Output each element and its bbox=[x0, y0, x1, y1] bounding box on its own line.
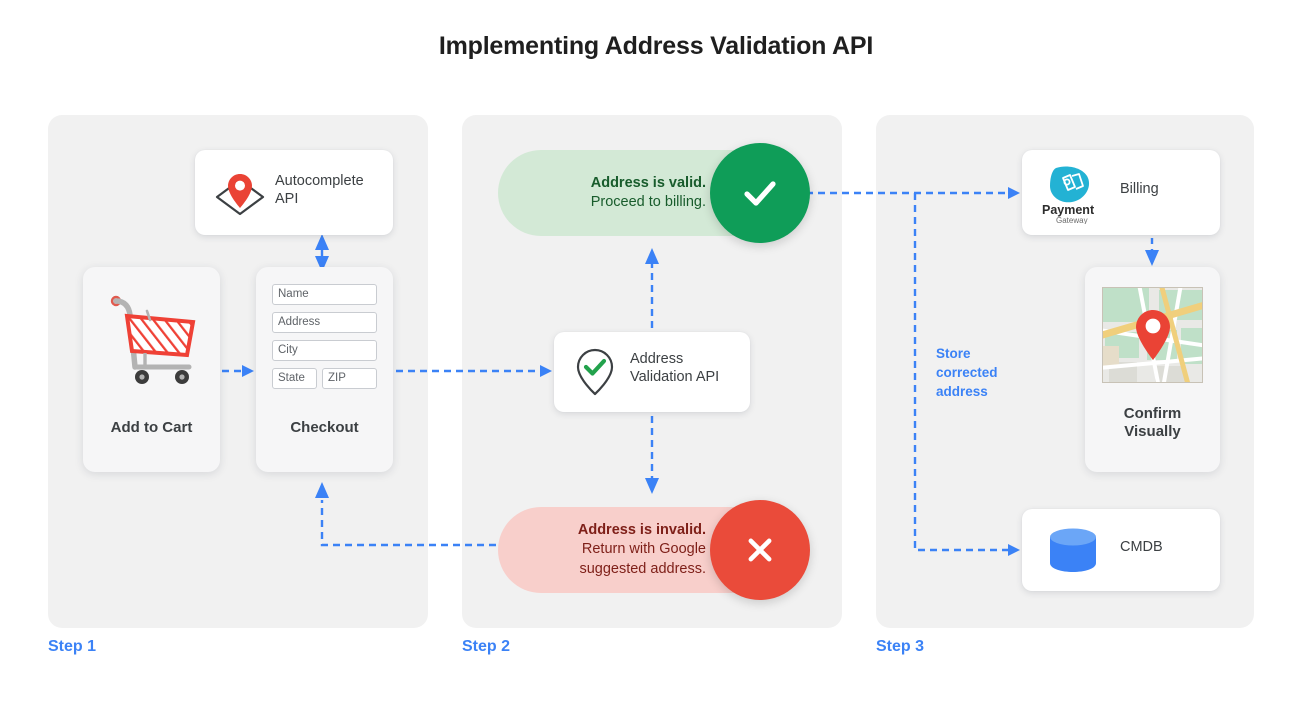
confirm-line-1: Confirm bbox=[1123, 405, 1182, 422]
svg-text:Gateway: Gateway bbox=[1056, 216, 1088, 224]
cmdb-label: CMDB bbox=[1120, 539, 1163, 555]
address-valid-text: Address is valid. Proceed to billing. bbox=[516, 150, 706, 236]
invalid-line-1: Address is invalid. bbox=[577, 522, 706, 539]
step-2-label: Step 2 bbox=[462, 638, 511, 655]
map-pin-diamond-icon bbox=[209, 168, 271, 218]
autocomplete-line-2: API bbox=[275, 191, 299, 208]
valid-line-2: Proceed to billing. bbox=[590, 194, 706, 210]
valid-line-1: Address is valid. bbox=[590, 174, 706, 191]
confirm-visually-card[interactable]: Confirm Visually bbox=[1085, 267, 1220, 472]
page-title: Implementing Address Validation API bbox=[438, 32, 874, 60]
address-field[interactable]: Address bbox=[272, 312, 377, 333]
billing-card[interactable]: Payment Gateway Billing bbox=[1022, 150, 1220, 235]
zip-field[interactable]: ZIP bbox=[322, 368, 377, 389]
validation-line-2: Validation API bbox=[630, 369, 720, 386]
autocomplete-api-card[interactable]: Autocomplete API bbox=[195, 150, 393, 235]
payment-gateway-icon: Payment Gateway bbox=[1038, 162, 1112, 225]
add-to-cart-caption: Add to Cart bbox=[110, 419, 193, 436]
checkout-caption: Checkout bbox=[290, 419, 359, 436]
city-field[interactable]: City bbox=[272, 340, 377, 361]
invalid-line-2: Return with Google bbox=[581, 541, 706, 558]
name-field[interactable]: Name bbox=[272, 284, 377, 305]
autocomplete-line-1: Autocomplete bbox=[275, 173, 364, 189]
address-validation-api-label: Address Validation API bbox=[630, 350, 742, 386]
address-valid-pill: Address is valid. Proceed to billing. bbox=[498, 143, 810, 243]
store-note-line-3: address bbox=[936, 384, 988, 400]
invalid-line-3: suggested address. bbox=[579, 560, 706, 577]
shopping-cart-icon bbox=[105, 289, 199, 385]
store-corrected-address-note: Store corrected address bbox=[936, 344, 1032, 401]
confirm-visually-caption: Confirm Visually bbox=[1085, 405, 1220, 442]
database-icon bbox=[1042, 523, 1104, 577]
step-1-label: Step 1 bbox=[48, 638, 97, 655]
address-invalid-pill: Address is invalid. Return with Google s… bbox=[498, 500, 810, 600]
check-icon bbox=[710, 143, 810, 243]
pin-check-icon bbox=[569, 346, 621, 398]
svg-text:Payment: Payment bbox=[1042, 203, 1095, 217]
confirm-line-2: Visually bbox=[1124, 423, 1181, 441]
add-to-cart-card[interactable]: Add to Cart bbox=[83, 267, 220, 472]
map-thumbnail-icon bbox=[1102, 287, 1203, 383]
store-note-line-1: Store bbox=[936, 346, 971, 361]
autocomplete-api-label: Autocomplete API bbox=[275, 172, 385, 208]
state-field[interactable]: State bbox=[272, 368, 317, 389]
cmdb-card[interactable]: CMDB bbox=[1022, 509, 1220, 591]
billing-label: Billing bbox=[1120, 181, 1159, 197]
close-icon bbox=[710, 500, 810, 600]
address-invalid-text: Address is invalid. Return with Google s… bbox=[516, 507, 706, 593]
store-note-line-2: corrected bbox=[936, 365, 998, 381]
step-3-label: Step 3 bbox=[876, 638, 925, 655]
checkout-card[interactable]: Name Address City State ZIP Checkout bbox=[256, 267, 393, 472]
validation-line-1: Address bbox=[630, 351, 684, 367]
address-validation-api-card[interactable]: Address Validation API bbox=[554, 332, 750, 412]
